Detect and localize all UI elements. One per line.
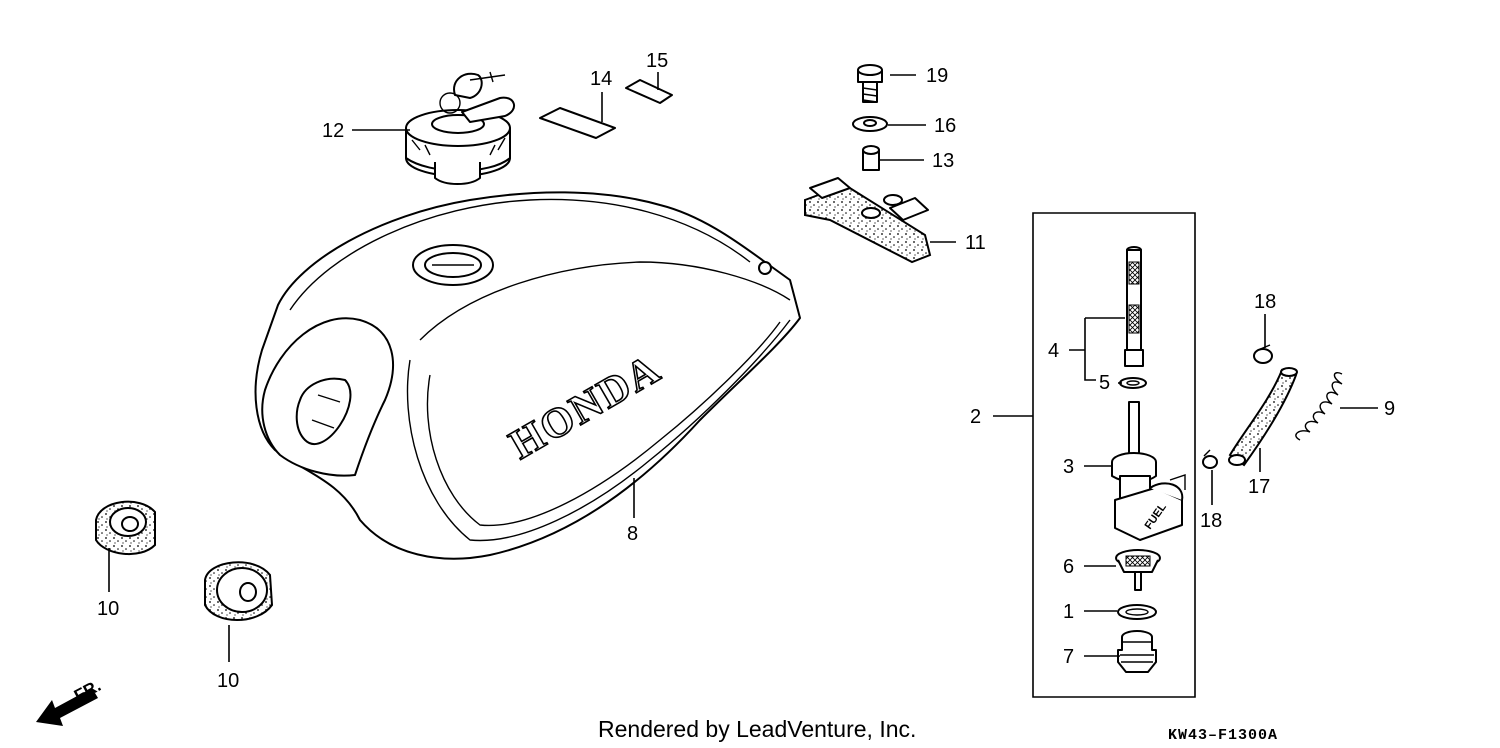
callout-12: 12 [322,120,344,142]
front-direction-arrow: FR. [36,676,104,726]
callout-7: 7 [1063,646,1074,668]
tube-clip-lower [1202,449,1218,469]
render-credit: Rendered by LeadVenture, Inc. [598,716,916,742]
fuel-cap [405,71,515,185]
tank-rubber-mount-1 [95,500,156,556]
callout-14: 14 [590,68,612,90]
callout-10-left: 10 [97,598,119,620]
bowl-o-ring [1117,604,1157,620]
callout-15: 15 [646,50,668,72]
tank-rubber-mount-2 [204,561,274,621]
mount-bolt [857,64,883,103]
washer [852,116,888,132]
filter-screen [1115,549,1161,591]
callout-1: 1 [1063,601,1074,623]
rear-mount-cushion [804,177,932,264]
collar [862,145,880,171]
callout-6: 6 [1063,556,1074,578]
callout-18-upper: 18 [1254,291,1276,313]
callout-19: 19 [926,65,948,87]
diagram-code: KW43–F1300A [1168,727,1278,744]
callout-5: 5 [1099,372,1110,394]
callout-numbers: 12 14 15 19 16 13 11 8 10 10 4 5 2 3 6 1… [97,50,1395,692]
callout-10-right: 10 [217,670,239,692]
fuel-valve: FUEL [1111,401,1186,541]
fuel-tank: HONDA [254,191,801,560]
callout-3: 3 [1063,456,1074,478]
fuel-tube [1228,367,1298,467]
callout-2: 2 [970,406,981,428]
callout-18-lower: 18 [1200,510,1222,532]
tube-clip-upper [1253,344,1273,364]
callout-8: 8 [627,523,638,545]
leader-lines [108,72,1378,662]
tube-spring [1295,372,1343,441]
decal-labels [539,79,673,139]
sediment-cup [1117,630,1157,673]
callout-13: 13 [932,150,954,172]
callout-11: 11 [965,232,986,254]
callout-17: 17 [1248,476,1270,498]
callout-16: 16 [934,115,956,137]
callout-4: 4 [1048,340,1059,362]
fuel-strainer [1124,246,1144,367]
o-ring [1119,377,1147,389]
callout-9: 9 [1384,398,1395,420]
